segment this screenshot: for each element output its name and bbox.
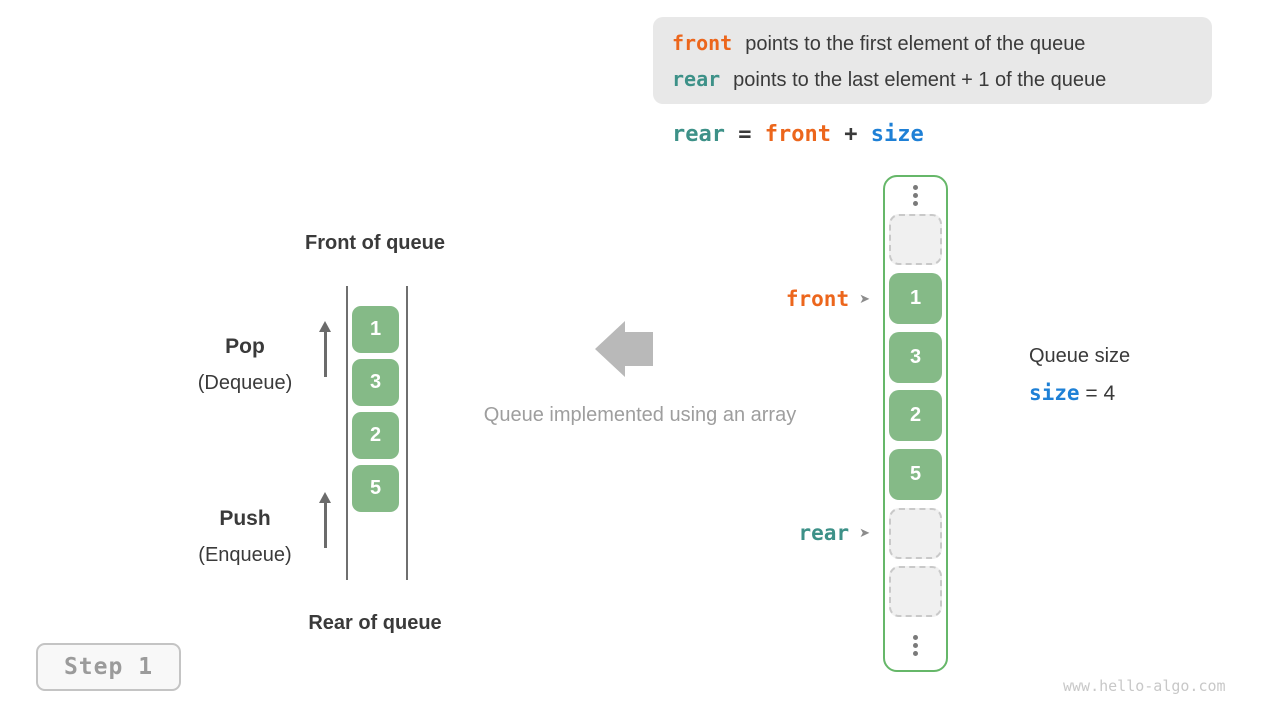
ellipsis-top-icon xyxy=(885,185,946,206)
queue-cell: 3 xyxy=(352,359,399,406)
front-of-queue-label: Front of queue xyxy=(305,232,445,254)
queue-size-equation: size = 4 xyxy=(1029,381,1115,406)
formula-size: size xyxy=(870,122,924,147)
array-cell-empty xyxy=(889,566,942,617)
formula-front: front xyxy=(764,122,831,147)
queue-cell: 1 xyxy=(352,306,399,353)
queue-cell: 5 xyxy=(352,465,399,512)
pointer-arrow-icon: ➤ xyxy=(859,525,870,541)
pop-direction-arrow-icon xyxy=(319,321,330,377)
array-cell-value: 1 xyxy=(889,273,942,324)
pop-label: Pop xyxy=(225,335,265,358)
legend-keyword-front: front xyxy=(672,31,733,55)
formula-rear: rear xyxy=(672,122,725,147)
diagram-caption: Queue implemented using an array xyxy=(483,404,797,426)
array-cell-value: 2 xyxy=(889,390,942,441)
array-cell-empty xyxy=(889,508,942,559)
pointer-arrow-icon: ➤ xyxy=(859,291,870,307)
array-cell-value: 5 xyxy=(889,449,942,500)
rear-pointer-label: rear xyxy=(798,521,850,545)
left-block-arrow-icon xyxy=(595,321,653,377)
dequeue-label: (Dequeue) xyxy=(197,372,293,394)
size-variable: size xyxy=(1029,381,1080,405)
watermark: www.hello-algo.com xyxy=(1063,677,1226,695)
enqueue-label: (Enqueue) xyxy=(198,544,292,566)
legend-box: front points to the first element of the … xyxy=(653,17,1212,104)
queue-cell: 2 xyxy=(352,412,399,459)
size-value: = 4 xyxy=(1079,382,1116,405)
array-cell-value: 3 xyxy=(889,332,942,383)
push-label: Push xyxy=(219,507,271,530)
legend-line-front: front points to the first element of the … xyxy=(672,26,1212,62)
queue-channel-left-line xyxy=(346,286,348,580)
legend-text-front: points to the first element of the queue xyxy=(745,33,1086,55)
array-container: 1 3 2 5 xyxy=(883,175,948,672)
legend-text-rear: points to the last element + 1 of the qu… xyxy=(733,69,1107,91)
formula-rear-equals-front-plus-size: rear = front + size xyxy=(672,122,924,147)
legend-line-rear: rear points to the last element + 1 of th… xyxy=(672,62,1212,98)
queue-channel-right-line xyxy=(406,286,408,580)
step-badge: Step 1 xyxy=(36,643,181,691)
front-pointer: front ➤ xyxy=(690,286,870,312)
array-cell-empty xyxy=(889,214,942,265)
legend-keyword-rear: rear xyxy=(672,67,721,91)
queue-size-title: Queue size xyxy=(1029,345,1131,367)
formula-plus: + xyxy=(830,122,871,147)
rear-of-queue-label: Rear of queue xyxy=(308,612,442,634)
rear-pointer: rear ➤ xyxy=(690,520,870,546)
ellipsis-bottom-icon xyxy=(885,635,946,656)
formula-equals: = xyxy=(724,122,765,147)
front-pointer-label: front xyxy=(785,287,850,311)
push-direction-arrow-icon xyxy=(319,492,330,548)
